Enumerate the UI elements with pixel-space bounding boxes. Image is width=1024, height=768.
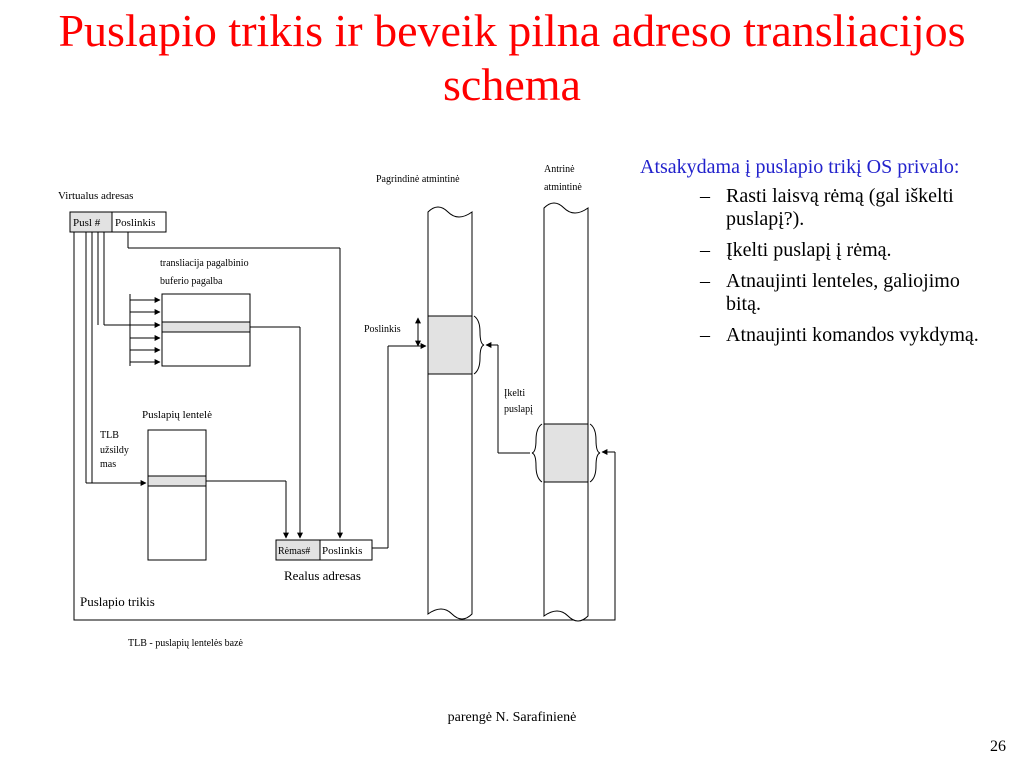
page-table xyxy=(147,429,207,561)
real-address-label: Realus adresas xyxy=(284,568,361,583)
page-table-entry-row xyxy=(147,475,207,487)
virtual-page-number-label: Pusl # xyxy=(73,217,101,229)
page-fault-steps: Atsakydama į puslapio trikį OS privalo: … xyxy=(640,156,990,355)
virtual-address-label: Virtualus adresas xyxy=(58,190,133,202)
main-memory-frame xyxy=(427,315,473,375)
virtual-offset-label: Poslinkis xyxy=(115,217,155,229)
load-page-label-1: Įkelti xyxy=(504,388,525,399)
step-item: –Rasti laisvą rėmą (gal iškelti puslapį?… xyxy=(700,185,954,230)
tlb-miss-label-1: TLB xyxy=(100,430,119,441)
main-memory-column xyxy=(427,206,473,620)
tlb-note: TLB - puslapių lentelės bazė xyxy=(128,638,244,649)
load-page-label-2: puslapį xyxy=(504,404,533,415)
steps-list: –Rasti laisvą rėmą (gal iškelti puslapį?… xyxy=(640,185,990,347)
secondary-memory-label-1: Antrinė xyxy=(544,164,575,175)
secondary-memory-label-2: atmintinė xyxy=(544,182,582,193)
page-table-label: Puslapių lentelė xyxy=(142,409,212,421)
page-fault-label: Puslapio trikis xyxy=(80,594,155,609)
real-offset-box xyxy=(319,539,373,561)
slide-title: Puslapio trikis ir beveik pilna adreso t… xyxy=(58,5,966,110)
step-item: –Atnaujinti lenteles, galiojimo bitą. xyxy=(700,270,960,315)
real-frame-label: Rėmas# xyxy=(278,546,310,557)
secondary-memory-column xyxy=(543,202,589,622)
tlb-hit-row xyxy=(161,321,251,333)
tlb-miss-label-2: užsildy xyxy=(100,445,129,456)
diagram-frame xyxy=(73,232,616,621)
secondary-memory-page xyxy=(543,423,589,483)
tlb-translation-label-1: transliacija pagalbinio xyxy=(160,258,249,269)
slide-footer: parengė N. Sarafinienė xyxy=(447,710,577,725)
steps-intro: Atsakydama į puslapio trikį OS privalo: xyxy=(640,156,960,178)
real-offset-label: Poslinkis xyxy=(322,545,362,557)
step-item: –Įkelti puslapį į rėmą. xyxy=(700,239,892,261)
tlb-translation-label-2: buferio pagalba xyxy=(160,276,223,287)
page-number: 26 xyxy=(990,738,1006,755)
memory-offset-label: Poslinkis xyxy=(364,324,401,335)
main-memory-label: Pagrindinė atmintinė xyxy=(376,174,460,185)
step-item: –Atnaujinti komandos vykdymą. xyxy=(700,324,979,346)
virtual-offset-box xyxy=(111,211,167,233)
tlb-miss-label-3: mas xyxy=(100,459,116,470)
